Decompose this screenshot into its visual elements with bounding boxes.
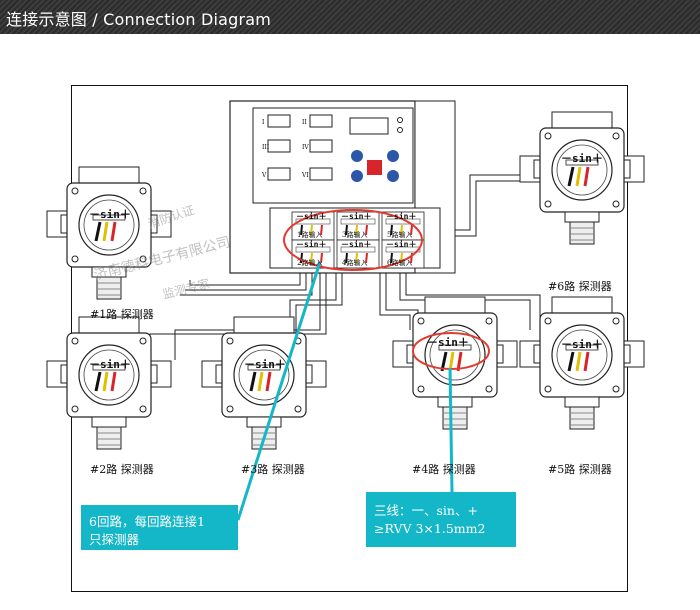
channel-label: I: [262, 119, 265, 126]
detector-4: [391, 295, 519, 431]
callout-line: 6回路，每回路连接1: [89, 514, 205, 529]
callout-line: ≥RVV 3×1.5mm2: [374, 521, 486, 536]
channel-label: VI: [301, 172, 309, 179]
terminal-label: －sin＋: [296, 211, 326, 221]
callout-line: 三线：一、sin、+: [374, 503, 478, 518]
channel-label: III: [262, 144, 270, 151]
terminal-label: －sin＋: [341, 239, 371, 249]
detector-label: #5路 探测器: [548, 463, 612, 476]
terminal-label: －sin＋: [89, 208, 131, 221]
wiring-note-right: 三线：一、sin、+ ≥RVV 3×1.5mm2: [366, 492, 516, 547]
input-label: 4路输入: [342, 258, 367, 267]
detector-6: [518, 110, 646, 246]
input-label: 3路输入: [342, 230, 367, 239]
header-bar: 连接示意图 / Connection Diagram: [0, 0, 700, 34]
terminal-label: －sin＋: [427, 336, 469, 349]
detector-label: #1路 探测器: [90, 308, 154, 321]
terminal-label: －sin＋: [341, 211, 371, 221]
detector-label: #3路 探测器: [241, 463, 305, 476]
terminal-label: －sin＋: [244, 358, 286, 371]
controller-terminal-highlight: [283, 209, 423, 271]
terminal-label: －sin＋: [386, 239, 416, 249]
detector-3: [200, 315, 328, 451]
channel-label: II: [302, 119, 307, 126]
left-callout-leader: [236, 261, 322, 521]
detector-2: [45, 315, 173, 451]
input-label: 6路输入: [387, 258, 412, 267]
right-callout-leader: [448, 367, 454, 493]
terminal-label: －sin＋: [89, 358, 131, 371]
detector-label: #4路 探测器: [412, 463, 476, 476]
detector-5: [518, 295, 646, 431]
wiring-note-left: 6回路，每回路连接1 只探测器: [81, 505, 238, 550]
detector-label: #6路 探测器: [548, 280, 612, 293]
terminal-label: －sin＋: [296, 239, 326, 249]
terminal-label: －sin＋: [561, 152, 603, 165]
callout-line: 只探测器: [89, 532, 140, 547]
input-label: 2路输入: [297, 258, 322, 267]
terminal-label: －sin＋: [386, 211, 416, 221]
detector-label: #2路 探测器: [90, 463, 154, 476]
terminal-label: －sin＋: [561, 338, 603, 351]
page-title: 连接示意图 / Connection Diagram: [6, 10, 272, 29]
channel-label: IV: [302, 144, 309, 151]
input-label: 5路输入: [387, 230, 412, 239]
input-label: 1路输入: [297, 230, 322, 239]
channel-label: V: [261, 172, 267, 179]
